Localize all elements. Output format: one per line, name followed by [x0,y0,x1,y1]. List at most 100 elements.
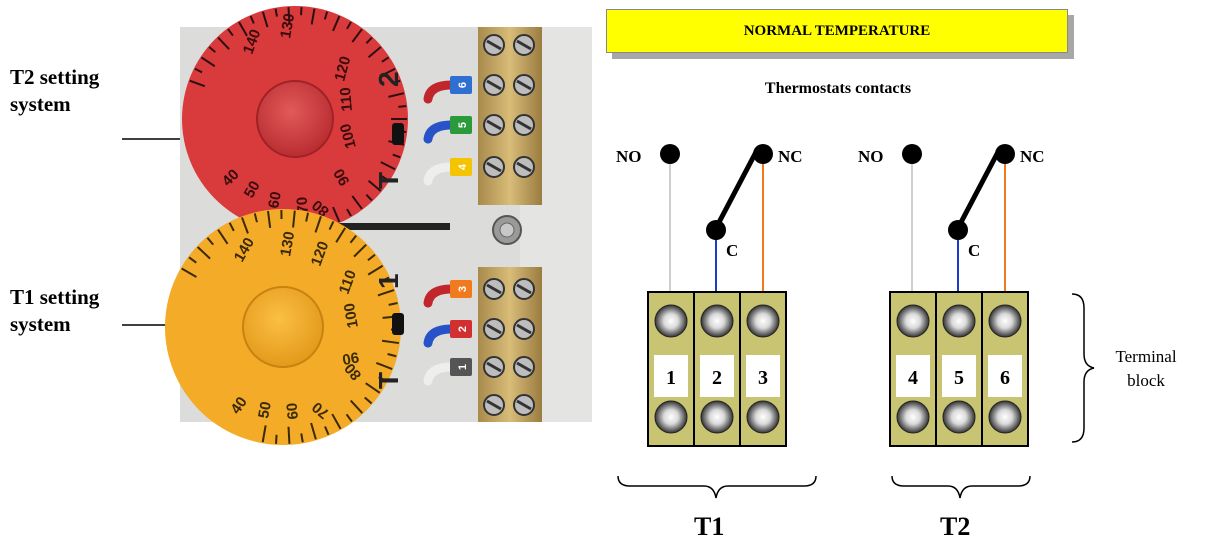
dial-tick [381,56,390,63]
dial-tick [331,413,342,430]
screw-slot [516,79,532,91]
dial-tick [287,7,291,24]
dial-tick [310,8,316,25]
t1-no-terminal [660,144,680,164]
screw-slot [516,161,532,173]
dial-tick [274,8,278,17]
wire [423,162,457,186]
t1-mark-100: 100 [341,302,362,330]
dial-tick [267,210,272,228]
dial-tick [300,433,304,443]
dial-tick [332,15,341,32]
terminal-6: 6 [1000,367,1010,389]
t1-c-label: C [726,241,738,260]
normal-temperature-banner: NORMAL TEMPERATURE [606,9,1068,53]
dial-tick [364,396,373,405]
terminal-2: 2 [712,367,722,389]
terminal-block-label: Terminal block [1094,345,1198,393]
screw-slot [516,39,532,51]
wire-tag-label: 6 [457,82,469,88]
t1-nc-terminal [753,144,773,164]
dial-tick [253,213,258,223]
terminal-block-brace [1071,293,1095,443]
dial-tick [328,220,335,230]
wire [423,80,457,104]
dial-tick [208,46,216,53]
t2-mark-50: 50 [241,178,264,201]
photo-terminal-strip-bottom [478,267,542,422]
dial-tick [380,67,396,77]
t1-slot [392,313,404,335]
wire-tag [450,280,472,298]
row-label-t1: T [373,372,404,389]
t1-group-brace [617,475,817,499]
wire-tag [450,358,472,376]
terminal-block-line1: Terminal [1115,347,1177,366]
dial-tick [292,210,296,228]
dial-tick [332,206,341,223]
dial-tick [351,28,363,43]
t1-mark-40: 40 [227,394,250,417]
photo-terminal-strip-top [478,27,542,205]
t2-mark-120: 120 [331,54,354,83]
dial-tick [275,434,278,444]
dial-tick [380,276,390,283]
t2-slot [392,123,404,145]
row-label-t2: T [373,172,404,189]
wire [423,120,457,144]
dial-tick [381,175,390,182]
screw-slot [486,361,502,373]
dial-tick [181,267,197,278]
wire-tag [450,76,472,94]
t2-setting-label: T2 setting system [10,64,99,118]
dial-tick [388,302,398,306]
screw-slot [486,399,502,411]
dial-tick [228,222,235,232]
dial-tick [249,15,255,24]
dial-tick [196,246,211,260]
t2-nc-label: NC [1020,147,1045,166]
dial-tick [367,179,382,192]
terminal-1: 1 [666,367,676,389]
t2-mark-100: 100 [337,122,360,151]
wire-tag [450,116,472,134]
t1-mark-60: 60 [284,402,302,420]
dial-tick [353,243,367,258]
wire [423,362,457,386]
t1-no-label: NO [616,147,642,166]
dial-tick [365,382,381,394]
screw-slot [516,283,532,295]
dial-tick [189,79,206,88]
dial-tick [346,21,352,30]
dial-tick [200,56,216,68]
dial-tick [241,217,249,234]
dial-tick [287,426,291,444]
t2-dial: 140 130 120 110 100 90 80 70 60 50 40 [182,6,408,232]
wire-tag-label: 3 [457,286,469,292]
dial-tick [392,153,401,159]
dial-tick [365,36,373,45]
dial-tick [227,28,234,37]
dial-tick [349,399,363,414]
dial-tick [305,212,310,222]
dial-tick [388,92,405,98]
t2-c-label: C [968,241,980,260]
t2-contacts: NO NC C [858,144,1045,292]
dial-tick [206,237,214,246]
wire [423,324,457,348]
t2-mark-130: 130 [277,12,298,40]
contacts-diagram: NO NC C NO NC C 1 2 3 [616,144,1095,499]
t1-switch-lever [713,150,759,230]
dial-tick [365,193,373,202]
screw-slot [486,119,502,131]
t2-c-terminal [948,220,968,240]
dial-tick [261,425,267,443]
thermostats-contacts-title: Thermostats contacts [764,80,912,97]
screw-slot [516,399,532,411]
t1-setting-line1: T1 setting [10,285,100,309]
t2-mark-110: 110 [337,87,356,113]
dial-tick [367,46,382,59]
screw-slot [516,119,532,131]
dial-tick [392,79,401,85]
t1-dial: 140 130 120 110 100 90 80 70 60 50 40 [165,209,401,445]
